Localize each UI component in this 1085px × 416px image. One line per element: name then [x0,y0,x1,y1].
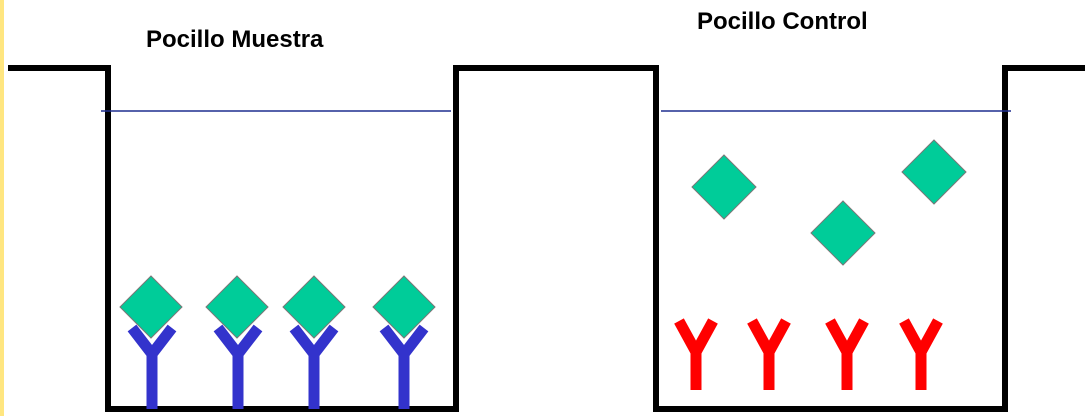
antigen-icon [119,275,183,339]
antigen-icon [810,200,876,266]
sample-antibodies [127,324,429,409]
antigen-icon [691,154,757,220]
antibody-icon [289,324,339,409]
page-edge-stripe [0,0,4,416]
antibody-icon [674,318,718,390]
antibody-icon [899,318,943,390]
antibody-icon [213,324,263,409]
antigen-icon [372,275,436,339]
antibody-icon [825,318,869,390]
control-antigens [691,139,967,266]
sample-antigens [119,275,436,339]
sample-well-title: Pocillo Muestra [146,26,324,53]
plate-outline [8,65,1085,412]
antibody-icon [379,324,429,409]
control-antibodies [674,318,943,390]
antigen-icon [901,139,967,205]
antigen-icon [282,275,346,339]
antibody-icon [127,324,177,409]
antibody-icon [747,318,791,390]
antigen-icon [205,275,269,339]
control-well-title: Pocillo Control [697,8,868,35]
